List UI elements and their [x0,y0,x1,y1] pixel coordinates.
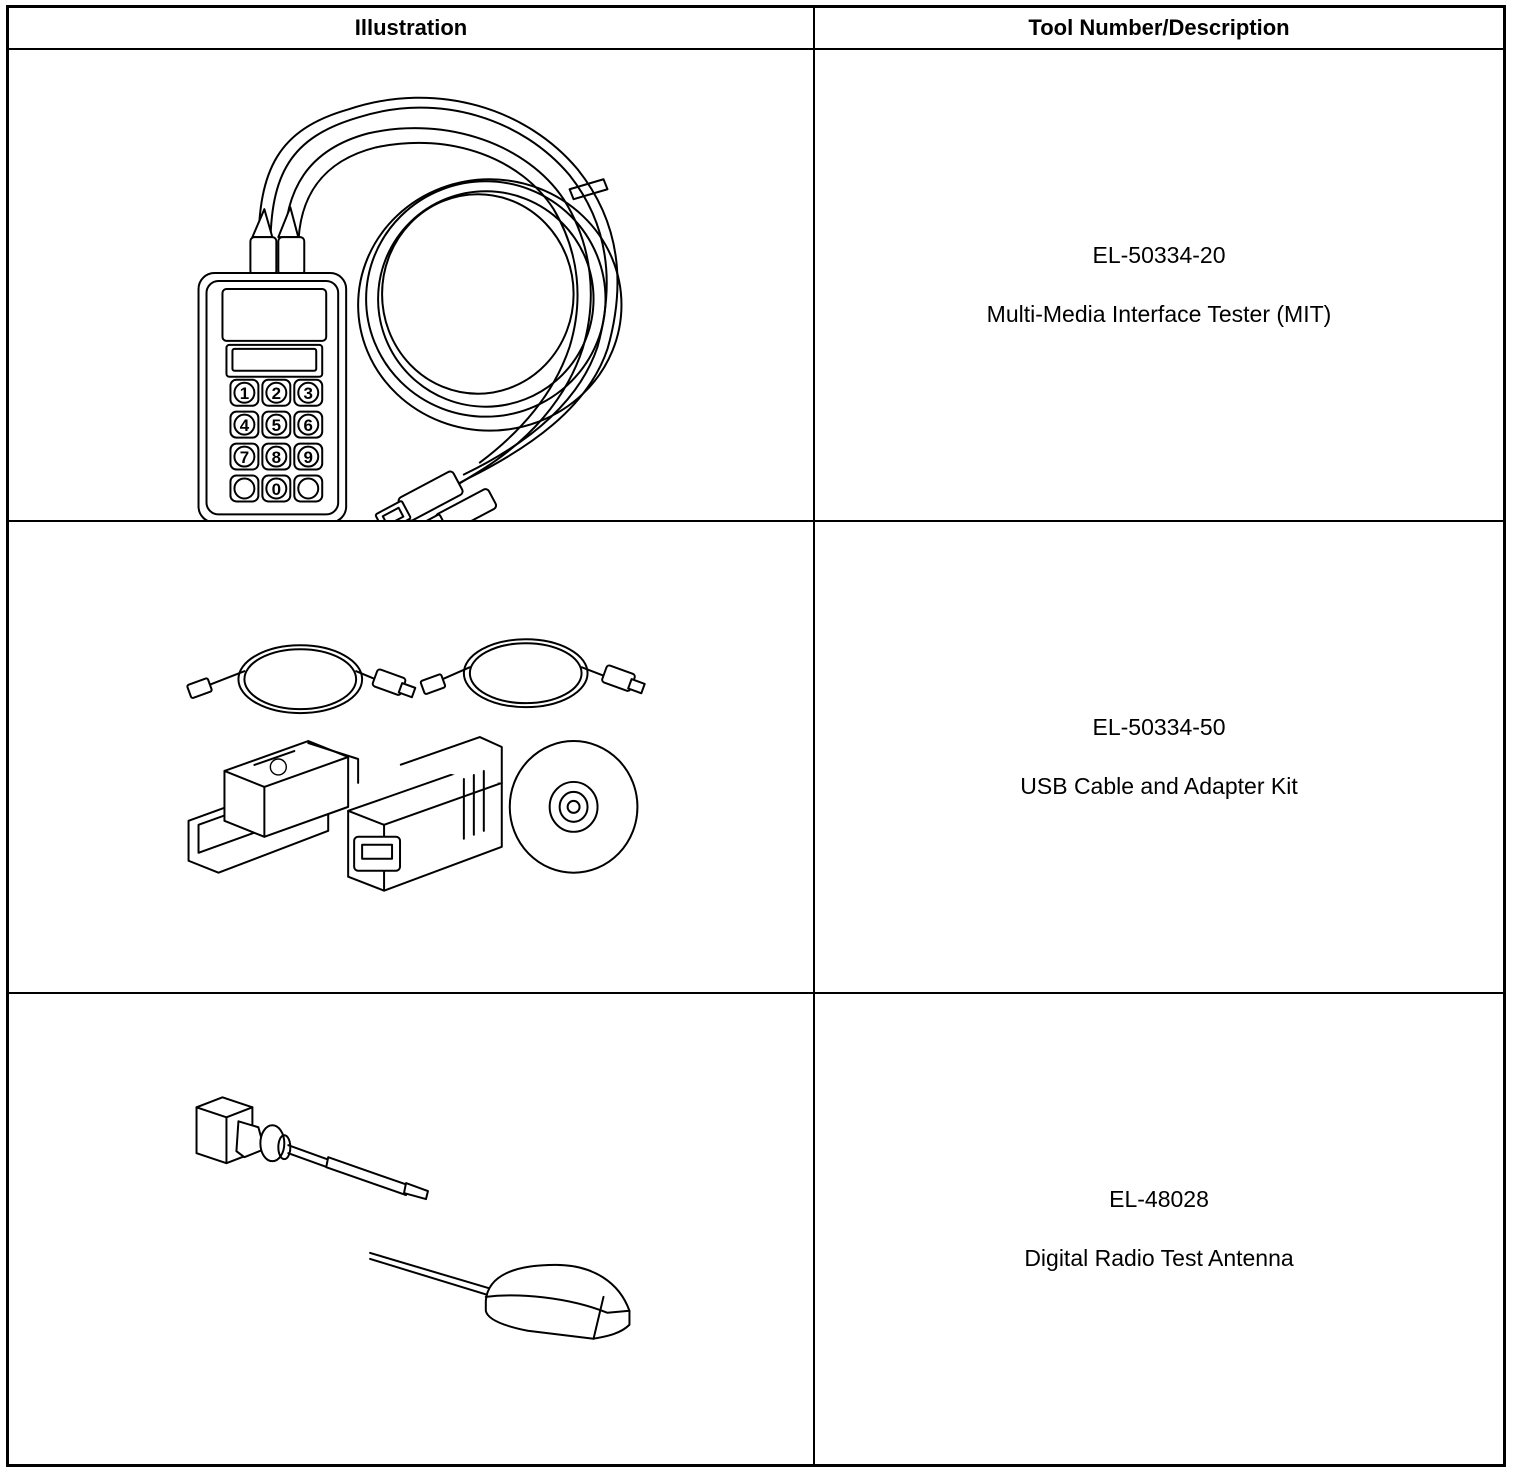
keypad-key-label: 3 [304,384,313,403]
tool-description: USB Cable and Adapter Kit [1020,773,1298,799]
usb-kit-illustration [186,638,646,892]
keypad-key-label: 9 [304,448,313,467]
header-illustration-label: Illustration [354,15,468,40]
keypad-key-ring [297,445,320,468]
keypad-key-label: 5 [272,416,281,435]
header-illustration: Illustration [9,8,815,50]
keypad: 1 2 3 4 5 6 7 8 9 0 [229,378,324,503]
keypad-key-ring [265,445,288,468]
keypad-key-label: 6 [304,416,313,435]
keypad-key-label: 7 [240,448,249,467]
keypad-key-label: 1 [240,384,249,403]
keypad-key-label: 0 [272,480,281,499]
keypad-key-ring [265,477,288,500]
keypad-key-label: 4 [240,416,250,435]
keypad-key-ring [297,413,320,436]
illustration-antenna [9,994,815,1464]
tool-number: EL-50334-20 [1092,242,1226,268]
keypad-key-ring [297,381,320,404]
keypad-key-ring [265,381,288,404]
tool-number: EL-50334-50 [1092,714,1226,740]
keypad-key-ring [297,477,320,500]
tool-info-usb-kit: EL-50334-50 USB Cable and Adapter Kit [815,522,1503,994]
tool-info-mit: EL-50334-20 Multi-Media Interface Tester… [815,50,1503,522]
tool-description: Multi-Media Interface Tester (MIT) [986,301,1332,327]
keypad-key-ring [233,445,256,468]
illustration-mit: 1 2 3 4 5 6 7 8 9 0 [9,50,815,522]
tool-number: EL-48028 [1109,1186,1209,1212]
keypad-key-label: 2 [272,384,281,403]
tool-description: Digital Radio Test Antenna [1024,1245,1294,1271]
keypad-key-ring [233,477,256,500]
keypad-key-ring [233,413,256,436]
tool-info-antenna: EL-48028 Digital Radio Test Antenna [815,994,1503,1464]
illustration-usb-kit [9,522,815,994]
keypad-key-ring [233,381,256,404]
mit-tester-illustration: 1 2 3 4 5 6 7 8 9 0 [197,96,623,520]
header-tool-label: Tool Number/Description [1028,15,1290,40]
keypad-key-ring [265,413,288,436]
tools-table: Illustration Tool Number/Description [6,5,1506,1467]
header-tool-number: Tool Number/Description [815,8,1503,50]
keypad-key-label: 8 [272,448,281,467]
antenna-illustration [195,1096,631,1340]
